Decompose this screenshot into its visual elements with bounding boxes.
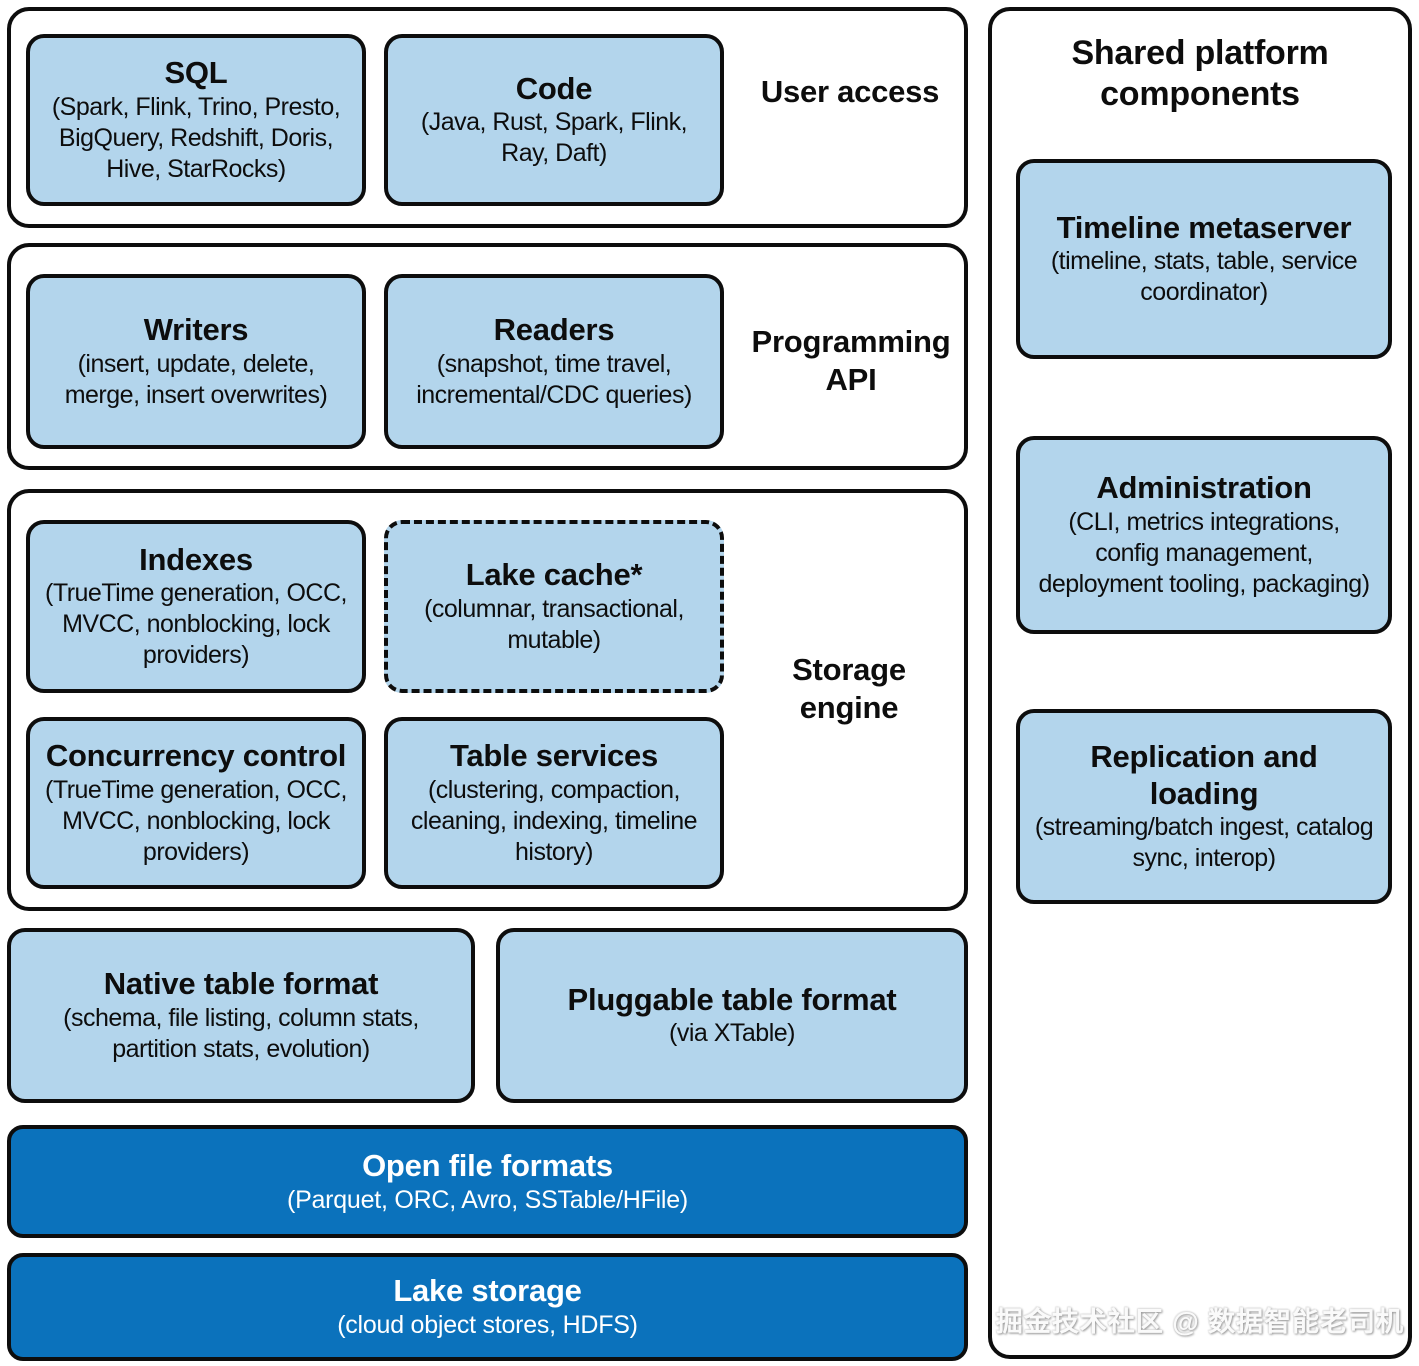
- label-storage-engine: Storage engine: [792, 652, 906, 725]
- box-timeline-sub: (timeline, stats, table, service coordin…: [1050, 247, 1358, 307]
- box-writers: Writers (insert, update, delete, merge, …: [26, 274, 366, 449]
- box-sql: SQL (Spark, Flink, Trino, Presto, BigQue…: [26, 34, 366, 206]
- section-programming-api: Writers (insert, update, delete, merge, …: [7, 243, 968, 470]
- box-indexes-sub: (TrueTime generation, OCC, MVCC, nonbloc…: [45, 579, 347, 670]
- box-indexes-title: Indexes: [139, 541, 253, 577]
- bar-lake-storage: Lake storage (cloud object stores, HDFS): [7, 1253, 968, 1361]
- box-code-title: Code: [515, 70, 593, 106]
- box-timeline-title: Timeline metaserver: [1056, 209, 1352, 245]
- box-administration: Administration (CLI, metrics integration…: [1016, 436, 1392, 634]
- bar-open-file-formats-title: Open file formats: [362, 1147, 613, 1183]
- label-programming-api: Programming API: [751, 324, 951, 397]
- bar-lake-storage-title: Lake storage: [393, 1273, 582, 1309]
- box-code-sub: (Java, Rust, Spark, Flink, Ray, Daft): [420, 108, 688, 168]
- box-native-title: Native table format: [103, 966, 379, 1002]
- section-shared-platform: Shared platform components Timeline meta…: [988, 7, 1412, 1359]
- label-user-access: User access: [760, 74, 940, 109]
- box-table-services-title: Table services: [449, 738, 659, 774]
- box-readers-title: Readers: [493, 312, 615, 348]
- box-sql-sub: (Spark, Flink, Trino, Presto, BigQuery, …: [51, 92, 341, 183]
- box-sql-title: SQL: [164, 55, 228, 91]
- box-pluggable-title: Pluggable table format: [567, 981, 897, 1017]
- box-code: Code (Java, Rust, Spark, Flink, Ray, Daf…: [384, 34, 724, 206]
- watermark-text: 掘金技术社区 @ 数据智能老司机: [995, 1307, 1405, 1337]
- box-concurrency-title: Concurrency control: [45, 738, 347, 774]
- box-administration-title: Administration: [1096, 470, 1312, 506]
- box-replication-loading: Replication and loading (streaming/batch…: [1016, 709, 1392, 904]
- box-writers-sub: (insert, update, delete, merge, insert o…: [64, 349, 328, 409]
- box-readers: Readers (snapshot, time travel, incremen…: [384, 274, 724, 449]
- box-administration-sub: (CLI, metrics integrations, config manag…: [1038, 507, 1370, 598]
- box-concurrency-control: Concurrency control (TrueTime generation…: [26, 717, 366, 889]
- shared-platform-title: Shared platform components: [992, 33, 1408, 115]
- box-readers-sub: (snapshot, time travel, incremental/CDC …: [416, 349, 692, 409]
- section-storage-engine: Indexes (TrueTime generation, OCC, MVCC,…: [7, 489, 968, 911]
- box-indexes: Indexes (TrueTime generation, OCC, MVCC,…: [26, 520, 366, 693]
- box-table-services-sub: (clustering, compaction, cleaning, index…: [410, 775, 698, 866]
- box-lake-cache: Lake cache* (columnar, transactional, mu…: [384, 520, 724, 693]
- bar-lake-storage-sub: (cloud object stores, HDFS): [337, 1311, 638, 1340]
- box-writers-title: Writers: [143, 312, 249, 348]
- bar-open-file-formats-sub: (Parquet, ORC, Avro, SSTable/HFile): [286, 1185, 688, 1214]
- box-table-services: Table services (clustering, compaction, …: [384, 717, 724, 889]
- box-replication-sub: (streaming/batch ingest, catalog sync, i…: [1034, 813, 1374, 873]
- box-native-sub: (schema, file listing, column stats, par…: [63, 1003, 419, 1063]
- box-pluggable-sub: (via XTable): [669, 1019, 796, 1048]
- shared-platform-title-text: Shared platform components: [1071, 34, 1329, 113]
- bar-open-file-formats: Open file formats (Parquet, ORC, Avro, S…: [7, 1125, 968, 1238]
- box-native-table-format: Native table format (schema, file listin…: [7, 928, 475, 1103]
- section-user-access: SQL (Spark, Flink, Trino, Presto, BigQue…: [7, 7, 968, 228]
- box-lake-cache-title: Lake cache*: [465, 557, 643, 593]
- box-pluggable-table-format: Pluggable table format (via XTable): [496, 928, 968, 1103]
- box-lake-cache-sub: (columnar, transactional, mutable): [424, 594, 684, 654]
- box-replication-title: Replication and loading: [1090, 738, 1318, 811]
- box-timeline-metaserver: Timeline metaserver (timeline, stats, ta…: [1016, 159, 1392, 359]
- box-concurrency-sub: (TrueTime generation, OCC, MVCC, nonbloc…: [45, 775, 347, 866]
